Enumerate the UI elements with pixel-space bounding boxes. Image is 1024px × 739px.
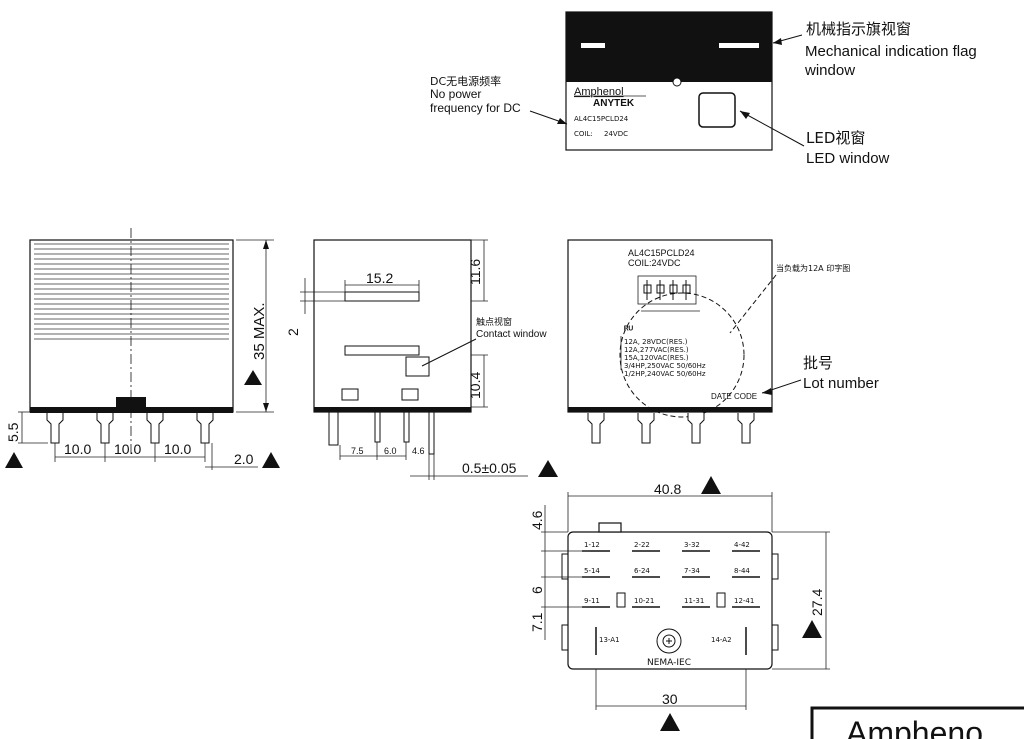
- bottom-dim-6: 6: [529, 586, 545, 594]
- led-en: LED window: [806, 150, 890, 167]
- footer-logo: Ampheno: [810, 706, 1024, 739]
- bottom-pin-label: 1-12: [584, 541, 600, 549]
- bottom-pin-label: 8-44: [734, 567, 750, 575]
- front-triangle-c: [262, 452, 280, 468]
- coil-terminal-icon: [656, 628, 682, 654]
- side-dim-2: 2: [285, 328, 301, 336]
- rating-cn: 当负载为12A 印字图: [776, 263, 850, 273]
- bottom-pin-label: 4-42: [734, 541, 750, 549]
- front-edge-dim: 2.0: [234, 451, 254, 467]
- label-pin: [687, 413, 705, 444]
- bottom-pin-label: 6-24: [634, 567, 650, 575]
- side-dim-top: 15.2: [366, 270, 393, 286]
- label-view: AL4C15PCLD24 COIL:24VDC 当负载为12A 印字图 ᴿᵁ 1…: [567, 239, 879, 444]
- nopower-en-2: frequency for DC: [430, 101, 521, 115]
- nema-label: NEMA-IEC: [647, 658, 691, 668]
- flag-en-2: window: [804, 62, 855, 79]
- front-spacing-2: 10.0: [114, 441, 141, 457]
- rating-line-2: 12A,277VAC(RES.): [624, 346, 689, 354]
- front-triangle-a: [244, 370, 262, 385]
- front-spacing-1: 10.0: [64, 441, 91, 457]
- front-pin: [46, 413, 64, 444]
- side-dim-75: 7.5: [351, 446, 364, 456]
- bottom-pin-label: 3-32: [684, 541, 700, 549]
- bottom-triangle-b: [802, 620, 822, 638]
- front-pin-len: 5.5: [5, 422, 21, 442]
- label-pin: [587, 413, 605, 444]
- flag-cn: 机械指示旗视窗: [806, 20, 911, 38]
- lot-cn: 批号: [803, 354, 833, 372]
- led-window: [698, 92, 736, 128]
- label-pin: [637, 413, 655, 444]
- date-code: DATE CODE: [711, 392, 757, 401]
- bottom-pin-label: 10-21: [634, 597, 654, 605]
- side-dim-tol: 0.5±0.05: [462, 460, 517, 476]
- bottom-triangle-c: [660, 713, 680, 731]
- label-pin: [737, 413, 755, 444]
- side-dim-60: 6.0: [384, 446, 397, 456]
- led-cn: LED视窗: [806, 129, 865, 147]
- bottom-pin-label: 11-31: [684, 597, 704, 605]
- side-view: 15.2 11.6 2 10.4 触点视窗 Contact window 7.5…: [285, 239, 558, 480]
- rating-line-4: 3/4HP,250VAC 50/60Hz: [624, 362, 706, 370]
- sub-brand: ANYTEK: [593, 98, 635, 109]
- front-height-dim: 35 MAX.: [251, 302, 268, 360]
- side-triangle: [538, 460, 558, 477]
- rating-line-5: 1/2HP,240VAC 50/60Hz: [624, 370, 706, 378]
- lot-en: Lot number: [803, 375, 879, 392]
- contact-schematic: [637, 275, 700, 312]
- bottom-pin-label: 9-11: [584, 597, 600, 605]
- coil-pin-label: 13-A1: [599, 636, 620, 644]
- nopower-en-1: No power: [430, 87, 481, 101]
- nopower-cn: DC无电源频率: [430, 74, 501, 88]
- contact-en: Contact window: [476, 329, 547, 340]
- front-pin: [146, 413, 164, 444]
- rating-line-3: 15A,120VAC(RES.): [624, 354, 689, 362]
- front-triangle-b: [5, 452, 23, 468]
- front-pin: [96, 413, 114, 444]
- ul-icon: ᴿᵁ: [624, 325, 634, 336]
- front-spacing-3: 10.0: [164, 441, 191, 457]
- front-view: 35 MAX. 5.5 10.0 10.0 10.0 2.0: [5, 228, 280, 470]
- bottom-pin-label: 7-34: [684, 567, 700, 575]
- bottom-dim-71: 7.1: [529, 612, 545, 632]
- bottom-width: 40.8: [654, 481, 681, 497]
- side-dim-11: 11.6: [467, 259, 483, 285]
- coil-label: COIL:: [574, 130, 593, 138]
- bottom-height: 27.4: [809, 589, 825, 616]
- bottom-dim-46: 4.6: [529, 510, 545, 530]
- footer-logo-text: Ampheno: [846, 715, 983, 739]
- brand-name: Amphenol: [574, 86, 624, 98]
- top-view: Amphenol ANYTEK AL4C15PCLD24 COIL: 24VDC…: [430, 11, 977, 167]
- label-coil: COIL:24VDC: [628, 258, 681, 268]
- label-model: AL4C15PCLD24: [628, 248, 695, 258]
- flag-en-1: Mechanical indication flag: [805, 43, 977, 60]
- bottom-pitch: 30: [662, 691, 678, 707]
- front-pin: [196, 413, 214, 444]
- model-label: AL4C15PCLD24: [574, 115, 629, 123]
- bottom-view: 1-12 2-22 3-32 4-42 5-14 6-24 7-34 8-44 9-11 10-2…: [529, 476, 830, 731]
- side-dim-104: 10.4: [467, 372, 483, 399]
- bottom-triangle-a: [701, 476, 721, 494]
- bottom-pin-label: 2-22: [634, 541, 650, 549]
- coil-pin-label: 14-A2: [711, 636, 732, 644]
- bottom-pin-label: 12-41: [734, 597, 754, 605]
- side-dim-46: 4.6: [412, 446, 425, 456]
- zoom-circle: [619, 292, 745, 418]
- coil-value: 24VDC: [604, 130, 628, 138]
- contact-cn: 触点视窗: [476, 316, 512, 328]
- rating-line-1: 12A, 28VDC(RES.): [624, 338, 688, 346]
- bottom-pin-label: 5-14: [584, 567, 600, 575]
